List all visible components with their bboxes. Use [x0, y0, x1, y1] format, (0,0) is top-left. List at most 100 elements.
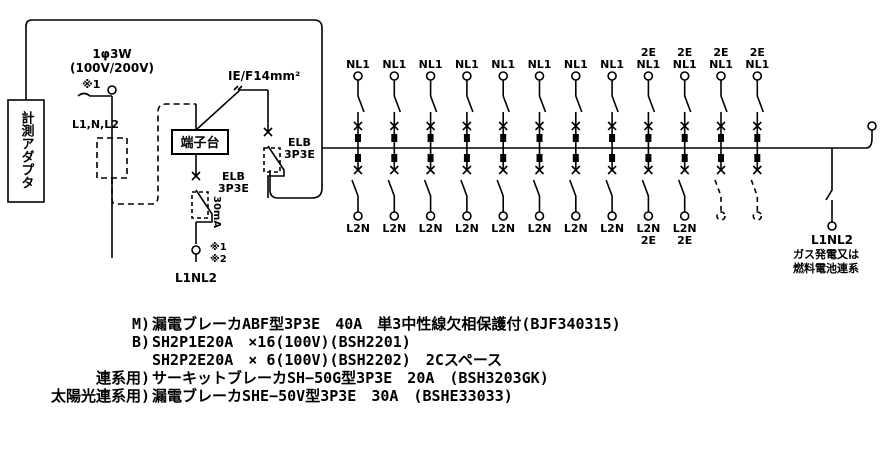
note-mark2: ※1 [210, 241, 227, 253]
branch-breaker-lower [605, 179, 613, 212]
branch-bottom-label: L2N [673, 222, 697, 235]
branch-terminal-bottom [389, 211, 400, 221]
supply-line1: 1φ3W [92, 47, 131, 61]
branch-top-label: NL1 [419, 58, 443, 71]
branch-terminal-top [607, 71, 617, 81]
branch-terminal-top [643, 71, 654, 81]
branch-cross-upper [426, 121, 436, 131]
branch-cross-upper [389, 121, 399, 131]
phase-label: L1,N,L2 [72, 118, 119, 131]
branch-top-label: NL1 [491, 58, 515, 71]
branch-cross-lower [571, 148, 581, 175]
branch-cross-lower [353, 148, 363, 175]
branch-terminal-top [462, 71, 472, 81]
branch-terminal-bottom [498, 211, 509, 221]
terminal-block-label: 端子台 [180, 135, 219, 151]
branch-terminal-top [498, 71, 509, 81]
spec-line: 太陽光連系用) 漏電ブレーカSHE−50V型3P3E 30A (BSHE3303… [0, 386, 885, 406]
spec-prefix: 太陽光連系用) [50, 387, 150, 405]
spec-text: サーキットブレーカSH−50G型3P3E 20A (BSH3203GK) [152, 369, 549, 387]
branch-top-label: NL1 [382, 58, 406, 71]
branch-contact-upper [609, 134, 616, 142]
branch-cross-upper [752, 121, 762, 131]
wire-spec: IE/F14mm² [228, 69, 300, 83]
branch-contact-upper [754, 134, 761, 142]
branch-terminal-bottom [752, 211, 763, 221]
branch-terminal-bottom [534, 211, 545, 221]
spec-prefix: 連系用) [95, 369, 150, 387]
elb-main-l1: ELB [288, 136, 311, 149]
branch-bottom-label: L2N [455, 222, 479, 235]
spec-text: 漏電ブレーカSHE−50V型3P3E 30A (BSHE33033) [152, 387, 513, 405]
branch-cross-upper [643, 121, 653, 131]
spec-line: B) SH2P1E20A ×16(100V)(BSH2201) [0, 332, 885, 352]
branch-top-label: NL1 [709, 58, 733, 71]
terminal-block-box [171, 129, 229, 155]
branch-terminal-bottom [643, 211, 654, 221]
branch-terminal-top [716, 71, 726, 81]
l1nl2-right-label: L1NL2 [811, 233, 853, 247]
branch-contact-upper [536, 134, 543, 142]
elb-sub-l1: ELB [222, 170, 245, 183]
spec-line: SH2P2E20A × 6(100V)(BSH2202) 2Cスペース [0, 350, 885, 370]
branch-bottom-label: L2N [564, 222, 588, 235]
branch-terminal-top [679, 71, 690, 81]
spec-text: SH2P1E20A ×16(100V)(BSH2201) [152, 333, 411, 351]
branch-cross-upper [571, 121, 581, 131]
elb-main-l2: 3P3E [284, 148, 315, 161]
branch-cross-lower [607, 148, 617, 175]
branch-cross-lower [462, 148, 472, 175]
branch-cross-upper [498, 121, 508, 131]
branch-bottom-label: L2N [491, 222, 515, 235]
branch-terminal-top [353, 71, 363, 81]
fuel-cell-label-2: 燃料電池連系 [792, 261, 859, 275]
note-mark1: ※1 [82, 78, 100, 91]
supply-line2: (100V/200V) [70, 61, 154, 75]
branch-cross-upper [680, 121, 690, 131]
branch-contact-upper [681, 134, 688, 142]
branch-top-label: NL1 [346, 58, 370, 71]
branch-cross-upper [353, 121, 363, 131]
spec-text: SH2P2E20A × 6(100V)(BSH2202) 2Cスペース [152, 351, 503, 369]
branch-breaker-lower [641, 179, 650, 212]
branch-contact-upper [572, 134, 579, 142]
branch-terminal-top [425, 71, 436, 81]
branch-breaker-lower [423, 179, 432, 212]
branch-bottom-label: 2E [641, 234, 656, 247]
branch-breaker-lower [460, 179, 468, 212]
branch-top-label: NL1 [636, 58, 660, 71]
branch-contact-upper [645, 134, 652, 142]
branch-cross-lower [752, 148, 762, 175]
spec-prefix: B) [131, 333, 150, 351]
wire-run [195, 89, 268, 131]
branch-contact-upper [355, 134, 361, 142]
branch-breaker-lower [532, 179, 541, 212]
branch-breaker-lower [677, 179, 686, 212]
branch-terminal-top [570, 71, 581, 81]
branch-top-label: 2E [641, 46, 656, 59]
rating-sub: 30mA [211, 196, 222, 228]
branch-cross-lower [498, 148, 508, 175]
branch-top-label: NL1 [673, 58, 697, 71]
note-mark3: ※2 [210, 253, 227, 265]
branch-cross-lower [643, 148, 653, 175]
branch-cross-upper [462, 121, 472, 131]
branch-top-label: NL1 [564, 58, 588, 71]
spec-line: M) 漏電ブレーカABF型3P3E 40A 単3中性線欠相保護付(BJF3403… [0, 314, 885, 334]
branch-bottom-label: L2N [600, 222, 624, 235]
branch-breaker-lower [569, 179, 577, 212]
branch-contact-upper [718, 134, 724, 142]
branch-terminal-bottom [607, 211, 617, 221]
fuel-cell-label-1: ガス発電又は [793, 247, 859, 261]
branch-cross-lower [716, 148, 726, 175]
branch-bottom-label: L2N [346, 222, 370, 235]
branch-bottom-label: L2N [382, 222, 406, 235]
branch-terminal-bottom [716, 211, 726, 221]
branch-terminal-bottom [462, 211, 472, 221]
branch-top-label: 2E [677, 46, 692, 59]
branch-contact-upper [500, 134, 507, 142]
branch-cross-upper [534, 121, 545, 131]
branch-cross-upper [607, 121, 617, 131]
